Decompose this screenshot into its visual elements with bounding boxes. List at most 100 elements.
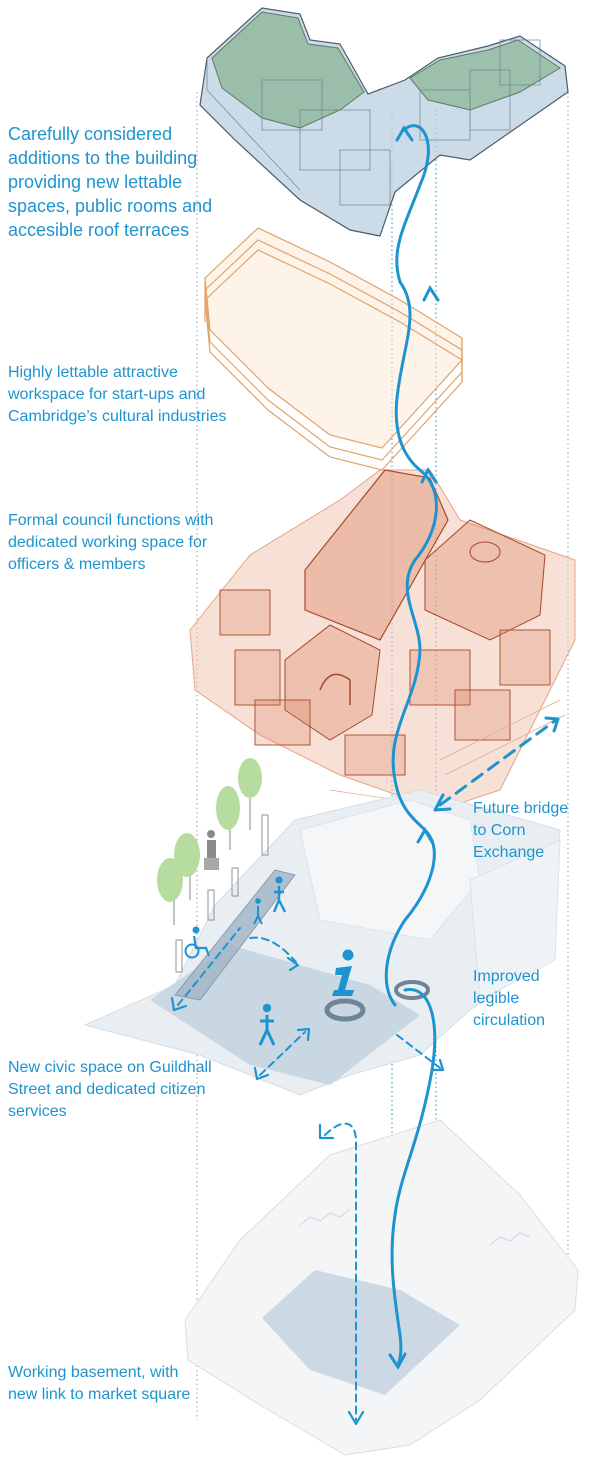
bollard-3 [231, 867, 239, 897]
information-dot [342, 949, 354, 961]
civic-arrow-head-1 [170, 996, 188, 1012]
circulation-paths [384, 124, 440, 1370]
lift-ring-icon [394, 980, 430, 1000]
council-floor [189, 469, 576, 811]
arrow-head-civic [416, 827, 434, 844]
civic-label: New civic space on Guildhall Street and … [8, 1059, 212, 1120]
pedestrian-body [258, 1015, 276, 1046]
dashed-arrows [177, 718, 558, 1421]
bridge-label: Future bridge to Corn Exchange [473, 800, 569, 861]
tree-canopy [216, 786, 240, 830]
statue-icon [204, 830, 219, 870]
civic-arrow-head-3a [253, 1066, 270, 1081]
dashed-arrow-heads [170, 716, 560, 1426]
roof-green-volume [211, 11, 365, 129]
basement-hall [262, 1270, 460, 1395]
pedestrian-icon [253, 898, 263, 925]
basement-arrow-head-top [318, 1123, 335, 1140]
arrow-head-basement [388, 1352, 407, 1370]
circulation-label: Improved legible circulation [473, 968, 546, 1029]
council-tower-box [424, 519, 546, 641]
bollard-1 [175, 939, 183, 973]
tree-icon [238, 758, 262, 830]
civic-level [83, 789, 561, 1096]
stair-run-2 [489, 1232, 531, 1246]
wheelchair-body [192, 935, 211, 957]
tree-icon [157, 858, 183, 925]
basement-dashed-arrow [324, 1122, 357, 1421]
roof-box-1 [261, 79, 323, 131]
council-room-7 [499, 629, 551, 686]
window-line-2 [444, 714, 566, 776]
roof-box-2 [299, 109, 371, 171]
statue-head [207, 830, 215, 838]
council-rooms [219, 589, 551, 776]
council-chamber-arch [319, 673, 351, 705]
pedestrian-icon [258, 1003, 276, 1046]
main-circulation-curve [384, 124, 438, 1007]
window-line-1 [439, 699, 561, 761]
workspace-label: Highly lettable attractive workspace for… [8, 364, 227, 425]
council-tower-dome [469, 541, 501, 563]
wheelchair-head [192, 926, 200, 934]
civic-dashed-arrow-2 [249, 936, 297, 963]
council-room-1 [219, 589, 271, 636]
tree-canopy [157, 858, 183, 902]
pedestrian-body [272, 886, 287, 913]
civic-east-block [469, 839, 561, 1001]
lower-circulation-curve [390, 988, 437, 1367]
roof-box-6 [499, 39, 541, 86]
roof-label: Carefully considered additions to the bu… [8, 124, 213, 240]
council-chamber [284, 624, 381, 741]
civic-dashed-arrow-4 [396, 1034, 441, 1069]
stair-run-1 [299, 1208, 351, 1226]
information-stem [332, 966, 354, 996]
council-hall-volume [304, 469, 449, 641]
roof-edge-2 [206, 89, 301, 191]
civic-plaza-blue [150, 945, 420, 1085]
pedestrian-head [275, 876, 283, 884]
wheelchair-icon [184, 926, 211, 959]
pedestrian-icon [272, 876, 287, 913]
bollard-2 [207, 889, 215, 921]
tree-icon [174, 833, 200, 900]
civic-arrow-head-2 [286, 956, 300, 972]
arrow-head-council [420, 467, 438, 484]
roof-box-3 [339, 149, 391, 206]
pedestrian-head [262, 1003, 272, 1013]
basement-level [184, 1119, 579, 1456]
council-label: Formal council functions with dedicated … [8, 512, 214, 573]
roof-green-volume-east [409, 39, 561, 111]
civic-arrow-head-4 [430, 1058, 445, 1072]
basement-arrow-head-bottom [347, 1410, 365, 1426]
tree-icon [216, 786, 240, 850]
roof-level [199, 7, 569, 237]
statue-plinth [204, 858, 219, 870]
tree-canopy [174, 833, 200, 877]
tree-canopy [238, 758, 262, 798]
bridge-arrow-head-sw [433, 793, 452, 812]
bollards [175, 814, 269, 973]
council-level [189, 469, 576, 811]
information-icon [332, 949, 354, 996]
roof-box-5 [469, 69, 511, 131]
basement-label: Working basement, with new link to marke… [8, 1364, 191, 1403]
council-room-5 [454, 689, 511, 741]
civic-dashed-arrow-1 [177, 927, 241, 1006]
arrow-head-workspace [422, 285, 440, 302]
council-room-3 [254, 699, 311, 746]
arrow-head-roof [395, 125, 414, 142]
pedestrian-body [253, 906, 263, 925]
pedestrian-head [255, 898, 261, 904]
bridge-dashed-arrow [438, 718, 558, 807]
statue-body [207, 840, 216, 858]
trees [157, 758, 262, 925]
bollard-4 [261, 814, 269, 856]
civic-arrow-head-3b [296, 1027, 311, 1042]
bridge-arrow-head-ne [544, 716, 560, 733]
lift-ring-icon [324, 998, 366, 1022]
workspace-level [204, 227, 463, 471]
basement-stairs [299, 1208, 531, 1246]
wheelchair-wheel [184, 943, 200, 959]
